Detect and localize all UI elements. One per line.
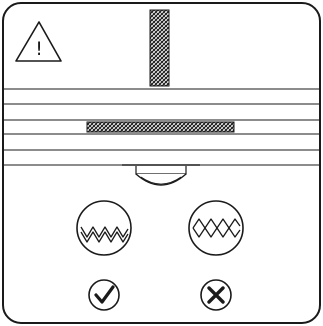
double-wave-pattern-icon xyxy=(188,200,244,256)
checkmark-circle-icon xyxy=(88,279,120,311)
cross-circle-icon xyxy=(200,279,232,311)
single-wave-pattern-icon xyxy=(76,200,132,256)
warning-triangle-icon: ! xyxy=(15,21,62,62)
warning-mark: ! xyxy=(35,38,43,60)
threaded-rod xyxy=(149,9,170,87)
dome-sensor xyxy=(122,164,200,186)
horizontal-threaded-rod xyxy=(86,121,235,133)
